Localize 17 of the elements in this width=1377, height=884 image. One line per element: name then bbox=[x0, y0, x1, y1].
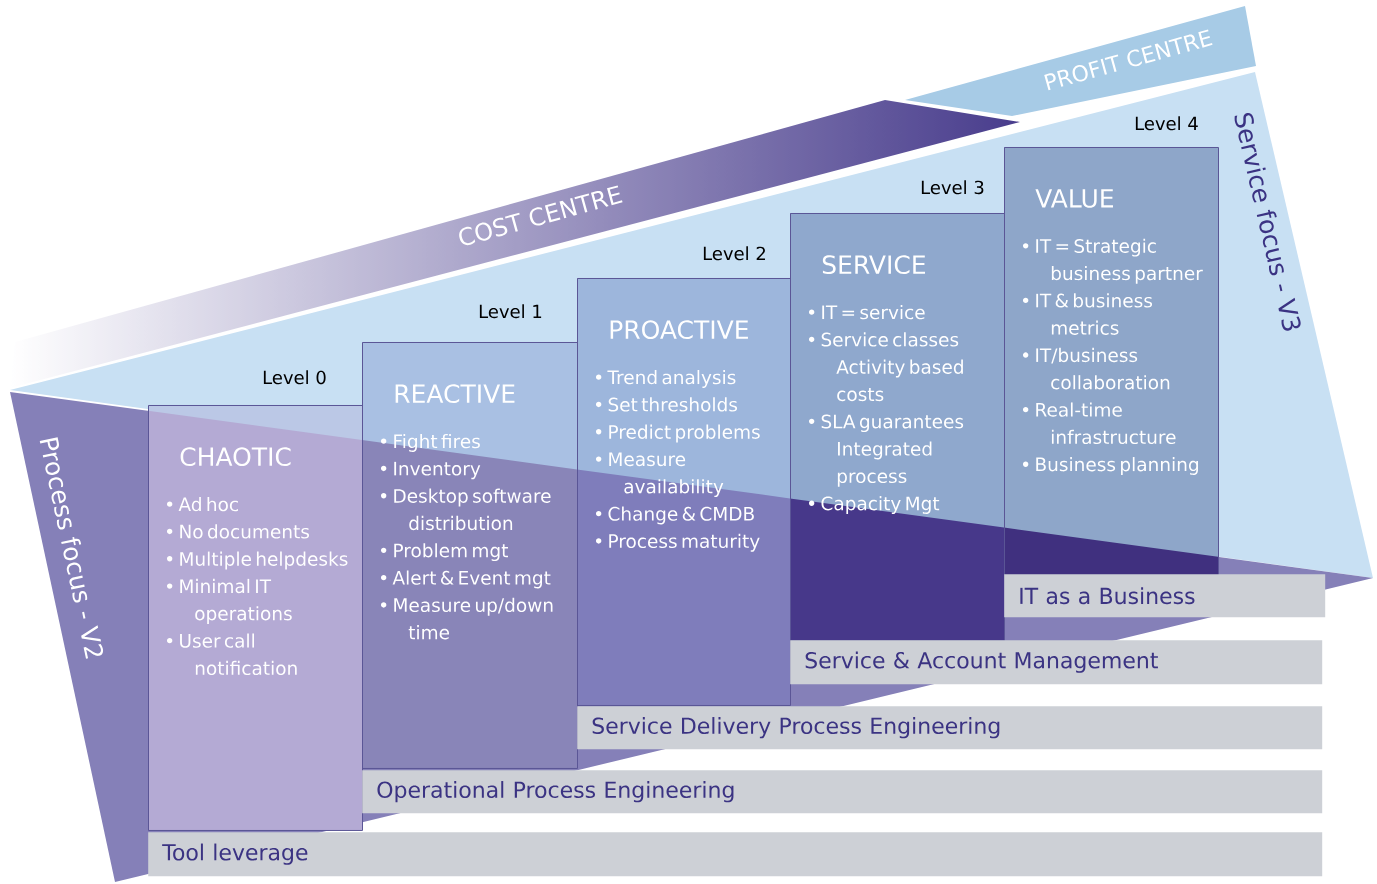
node-label: • Business planning bbox=[1022, 457, 1198, 475]
capability-band: Service & Account Management bbox=[790, 640, 1323, 685]
level-label: Level 4 bbox=[1135, 116, 1198, 131]
node-label: VALUE bbox=[1035, 189, 1113, 208]
level-label: Level 0 bbox=[263, 370, 326, 385]
node-label: • IT & business metrics bbox=[1022, 293, 1153, 335]
capability-band: Service Delivery Process Engineering bbox=[577, 706, 1323, 750]
level-column: REACTIVE • Fight fires • Inventory • Desktop software distribution • Problem mgt • Alert & Event mgt • Measure up/down time bbox=[362, 342, 578, 769]
capability-band: Operational Process Engineering bbox=[362, 770, 1323, 814]
node-label: • IT = Strategic business partner bbox=[1022, 238, 1203, 284]
level-label: Level 3 bbox=[921, 180, 984, 195]
node-label: • IT/business collaboration bbox=[1022, 347, 1170, 390]
level-label: Level 1 bbox=[479, 304, 542, 319]
capability-band: Tool leverage bbox=[148, 832, 1323, 877]
level-column: PROACTIVE • Trend analysis • Set thresholds • Predict problems • Measure availability • Change & CMDB • Process maturity bbox=[577, 278, 791, 706]
node-label: • Real-time infrastructure bbox=[1022, 402, 1176, 445]
level-label: Level 2 bbox=[703, 246, 765, 261]
